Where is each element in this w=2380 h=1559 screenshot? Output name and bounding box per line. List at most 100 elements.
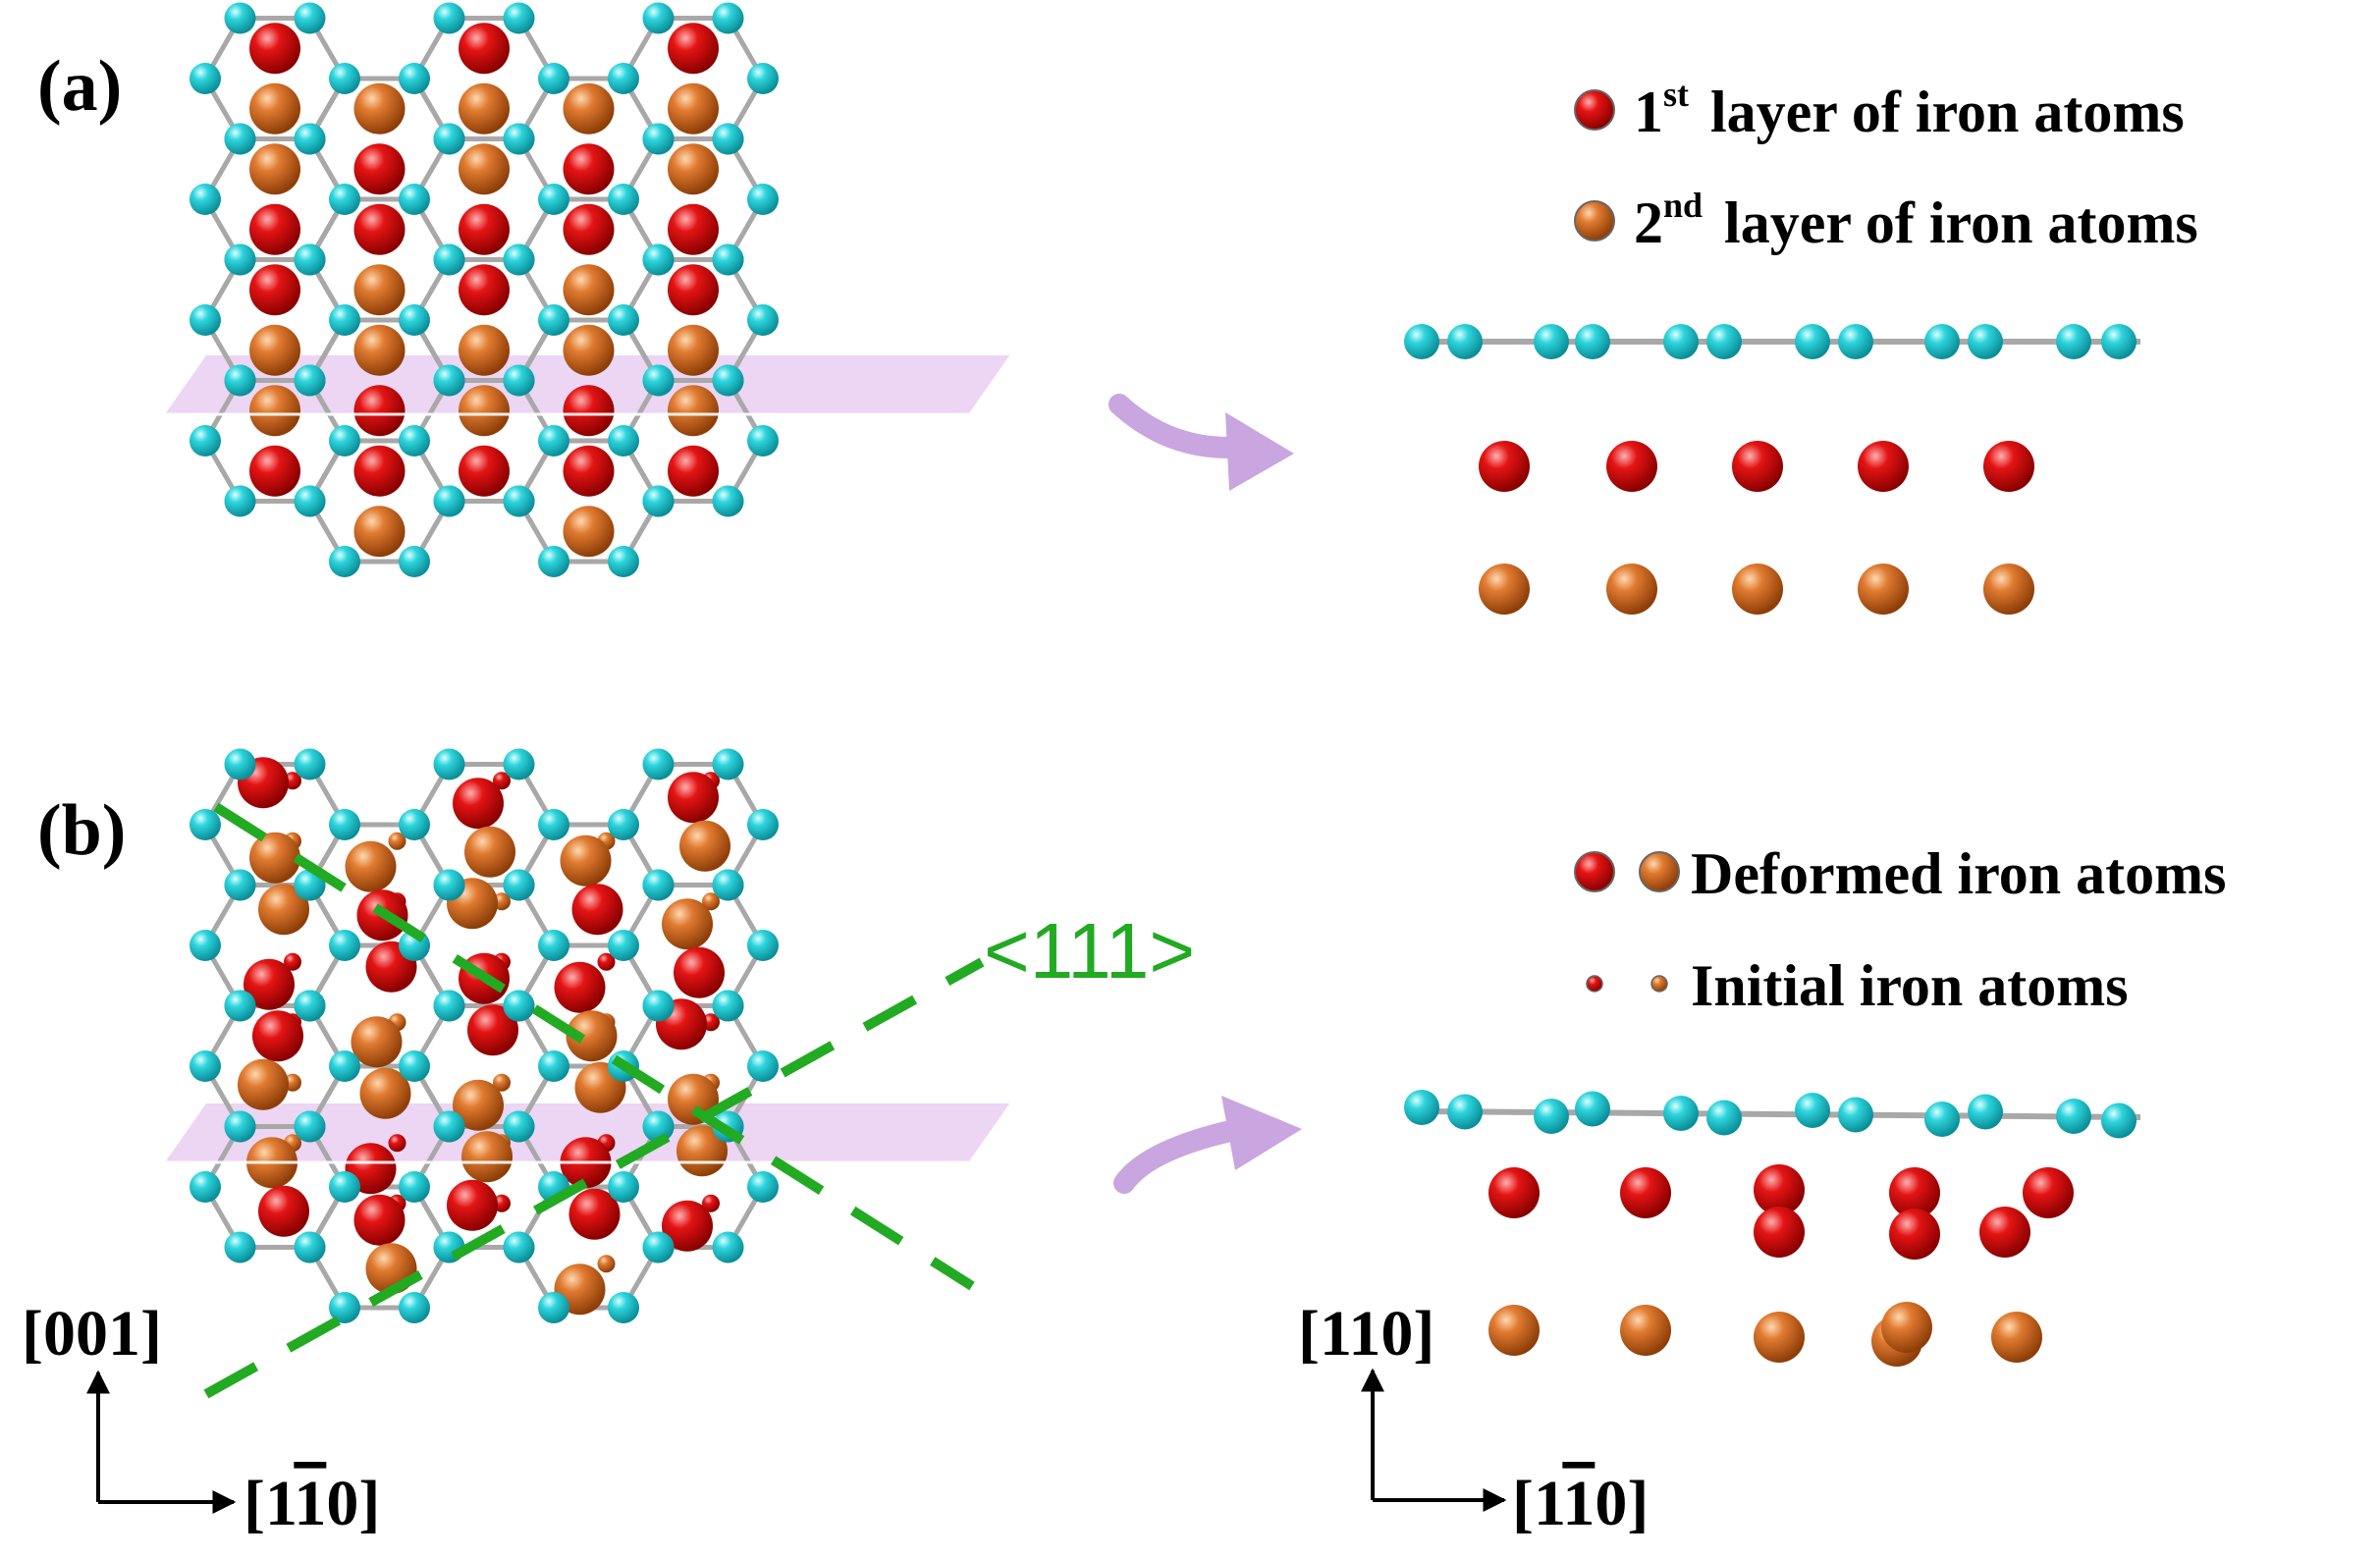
iron-atom-first-layer (668, 264, 719, 316)
initial-iron-first-layer (388, 1134, 406, 1153)
carbon-atom (608, 304, 639, 336)
iron-atom-second-layer-side (1606, 564, 1657, 615)
carbon-atom-side (1663, 324, 1699, 359)
iron-atom-second-layer-side (1983, 564, 2034, 615)
iron-atom-first-layer-side (1889, 1209, 1940, 1260)
carbon-atom (712, 123, 744, 155)
carbon-atom-side (1924, 324, 1960, 359)
iron-atom-second-layer (459, 385, 510, 437)
carbon-atom (712, 748, 744, 780)
initial-iron-second-layer (388, 832, 406, 850)
carbon-atom (294, 123, 326, 155)
carbon-atom (608, 809, 639, 840)
panel-label-b: (b) (37, 790, 126, 871)
carbon-atom (642, 485, 675, 517)
carbon-atom-side (2101, 1102, 2137, 1139)
iron-atom-second-layer (258, 884, 309, 936)
carbon-atom (608, 930, 639, 961)
carbon-atom (503, 123, 535, 155)
axis-label-1-10-right: [110] (1512, 1468, 1649, 1539)
iron-atom-second-layer (560, 834, 612, 887)
carbon-atom (433, 364, 465, 397)
iron-atom-second-layer (563, 324, 615, 376)
carbon-atom (189, 304, 221, 336)
iron-atom-first-layer (249, 23, 300, 75)
iron-atom-first-layer (467, 1004, 518, 1056)
carbon-atom (224, 748, 256, 780)
carbon-atom (294, 364, 326, 397)
iron-atom-first-layer-side (1889, 1167, 1940, 1218)
iron-atom-first-layer (353, 203, 406, 255)
carbon-atom (399, 1171, 430, 1203)
legend-first-layer-swatch (1574, 89, 1615, 131)
carbon-atom (712, 869, 744, 901)
carbon-atom (503, 2, 535, 34)
legend-initial-orange-swatch (1650, 975, 1668, 993)
iron-atom-second-layer (563, 82, 615, 134)
iron-atom-first-layer (258, 1185, 309, 1237)
iron-atom-first-layer-side (1983, 441, 2034, 492)
carbon-atom (399, 304, 430, 336)
carbon-atom (608, 63, 639, 94)
carbon-atom (747, 304, 779, 336)
carbon-atom (224, 364, 256, 397)
carbon-atom (642, 1110, 675, 1143)
carbon-atom-side (1404, 1090, 1439, 1125)
iron-atom-first-layer (353, 1194, 406, 1246)
iron-atom-first-layer-side (1979, 1207, 2030, 1258)
carbon-atom (712, 364, 744, 397)
iron-atom-first-layer (459, 23, 510, 75)
direction-111-label: <111> (984, 907, 1195, 995)
iron-atom-first-layer (668, 772, 719, 824)
carbon-atom (224, 243, 256, 276)
carbon-atom-side (1447, 324, 1483, 359)
initial-iron-second-layer (702, 892, 720, 911)
iron-atom-first-layer (447, 1179, 498, 1231)
carbon-atom (538, 1050, 569, 1083)
panel-a (165, 2, 1013, 577)
iron-atom-second-layer-side (1488, 1305, 1540, 1356)
carbon-atom (712, 1231, 744, 1263)
carbon-atom (608, 1171, 639, 1203)
legend-deformed: Deformed iron atoms (1691, 841, 2226, 906)
iron-atom-second-layer (566, 1010, 618, 1062)
carbon-atom (399, 184, 430, 215)
carbon-atom (608, 184, 639, 215)
iron-atom-second-layer (459, 82, 510, 134)
iron-atom-second-layer (249, 385, 300, 437)
iron-atom-second-layer-side (1754, 1312, 1805, 1363)
carbon-atom (294, 485, 326, 517)
carbon-atom (329, 1291, 360, 1323)
iron-atom-first-layer-side (2023, 1167, 2074, 1218)
iron-atom-first-layer (563, 203, 615, 255)
carbon-atom (433, 243, 465, 276)
iron-atom-second-layer-side (1858, 564, 1909, 615)
carbon-atom-side (2056, 1099, 2091, 1134)
carbon-atom (642, 2, 675, 34)
carbon-atom (538, 425, 569, 457)
carbon-atom (294, 1231, 326, 1263)
carbon-atom (189, 425, 221, 457)
carbon-atom (642, 869, 675, 901)
carbon-atom-side (1534, 324, 1569, 359)
carbon-atom (642, 123, 675, 155)
carbon-atom (433, 869, 465, 901)
carbon-atom-side (1706, 324, 1742, 359)
curved-arrow-a (1109, 394, 1294, 491)
carbon-atom-side (1795, 1093, 1830, 1128)
carbon-atom (329, 184, 360, 216)
iron-atom-second-layer (249, 143, 300, 195)
iron-atom-first-layer (563, 445, 615, 497)
initial-iron-second-layer (493, 1073, 511, 1092)
iron-atom-first-layer-side (1858, 441, 1909, 492)
legend-b: Deformed iron atoms Initial iron atoms (1574, 841, 2226, 1018)
iron-atom-first-layer (249, 264, 300, 316)
iron-atom-second-layer (353, 264, 406, 316)
axis-label-001: [001] (22, 1298, 162, 1370)
carbon-atom (642, 364, 675, 397)
iron-atom-first-layer-side (1606, 441, 1657, 492)
carbon-atom (224, 485, 256, 517)
carbon-atom (433, 748, 465, 780)
